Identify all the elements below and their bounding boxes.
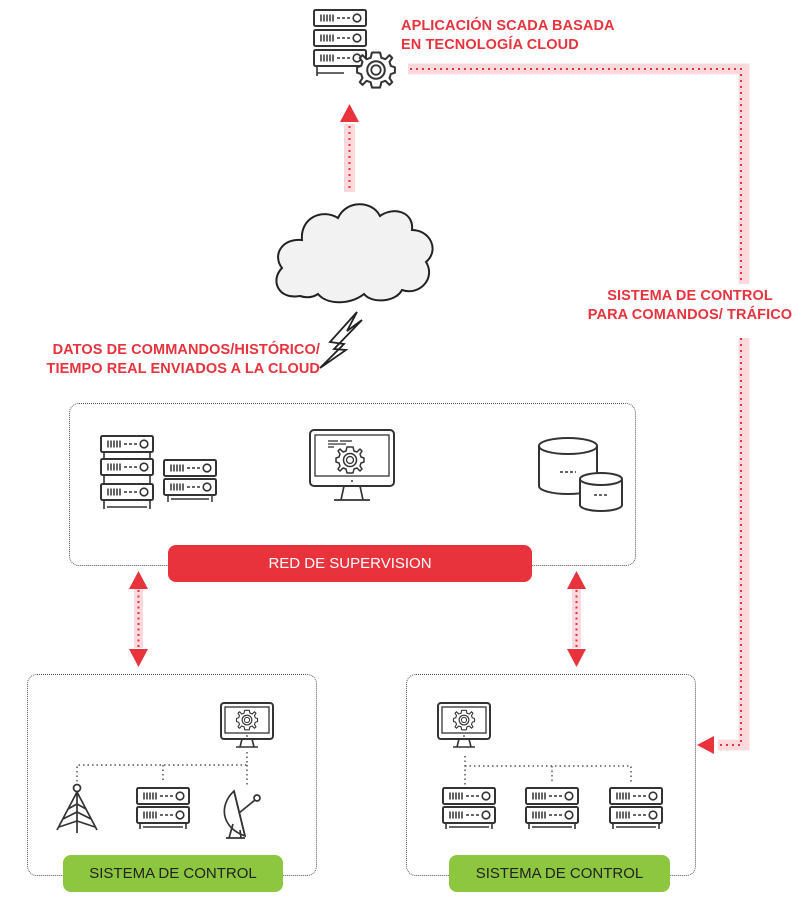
right-control-system-box — [406, 674, 696, 876]
workstation-monitor-icon — [309, 429, 395, 501]
left-bidirectional-arrow — [129, 571, 148, 667]
server-cluster-icon — [100, 435, 217, 509]
scada-app-label: APLICACIÓN SCADA BASADA EN TECNOLOGÍA CL… — [401, 18, 615, 53]
left-control-system-box — [27, 674, 317, 876]
control-traffic-line — [408, 63, 750, 754]
left-control-links — [76, 750, 248, 787]
right-control-system-label: SISTEMA DE CONTROL — [449, 855, 670, 892]
satellite-dish-icon — [223, 789, 261, 839]
antenna-tower-icon — [56, 783, 98, 833]
data-sent-label: DATOS DE COMMANDOS/HISTÓRICO/ TIEMPO REA… — [46, 342, 320, 377]
lightning-icon — [319, 311, 363, 369]
supervision-network-label: RED DE SUPERVISION — [168, 545, 532, 582]
database-icon — [538, 437, 623, 512]
right-control-links — [464, 756, 632, 786]
right-bidirectional-arrow — [567, 571, 586, 667]
supervision-network-box — [69, 403, 636, 566]
cloud-to-scada-arrow — [340, 104, 359, 192]
control-traffic-label: SISTEMA DE CONTROL PARA COMANDOS/ TRÁFIC… — [587, 288, 793, 323]
cloud-icon — [275, 203, 434, 304]
left-control-system-label: SISTEMA DE CONTROL — [63, 855, 283, 892]
scada-server-icon — [313, 9, 396, 89]
